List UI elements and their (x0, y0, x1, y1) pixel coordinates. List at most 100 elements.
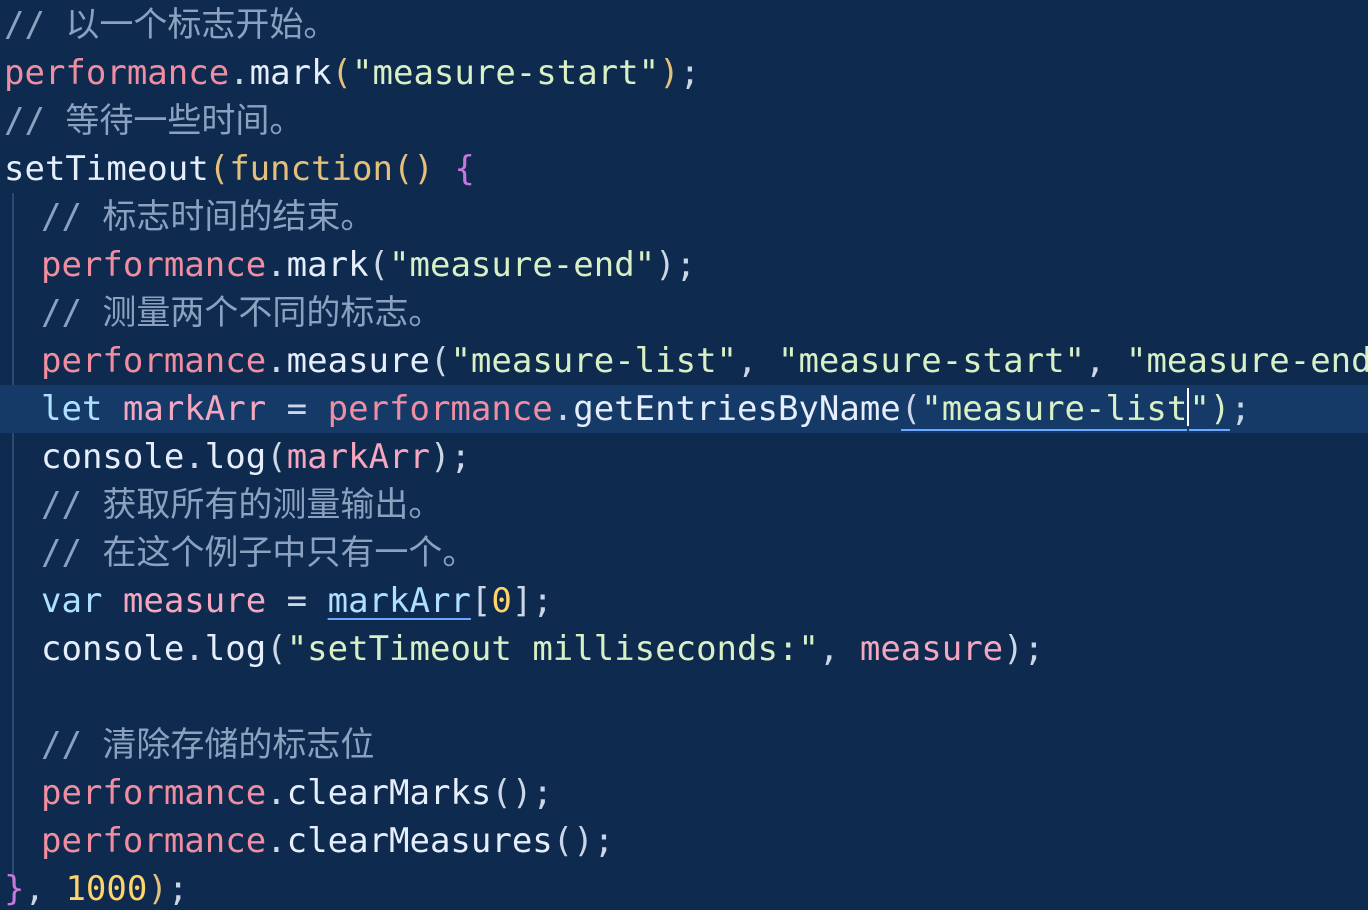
code-token: // 获取所有的测量输出。 (41, 485, 443, 525)
code-token: // 在这个例子中只有一个。 (41, 533, 477, 573)
code-token: performance (41, 821, 267, 861)
code-token: ; (532, 773, 553, 813)
code-token: } (4, 869, 25, 909)
code-token: // 以一个标志开始。 (4, 5, 338, 45)
code-token: ; (167, 869, 189, 909)
code-token: 1000 (65, 869, 148, 909)
code-token: ] (511, 581, 533, 621)
code-line[interactable]: // 在这个例子中只有一个。 (0, 529, 1368, 577)
code-token: log (204, 437, 267, 477)
code-token: measure (122, 581, 267, 621)
code-line[interactable] (0, 673, 1368, 721)
code-token: performance (41, 773, 267, 813)
code-token: ( (266, 629, 287, 669)
code-token: "measure-list (921, 389, 1188, 431)
code-token: measure (286, 341, 430, 381)
code-token: ) (1003, 629, 1024, 669)
code-token: . (184, 437, 205, 477)
code-token: . (229, 53, 250, 93)
code-line[interactable]: performance.mark("measure-end"); (0, 241, 1368, 289)
code-line[interactable]: var measure = markArr[0]; (0, 577, 1368, 625)
code-token: markArr (327, 581, 471, 621)
code-line[interactable]: // 以一个标志开始。 (0, 1, 1368, 49)
code-token: ) (659, 53, 680, 93)
code-token: "measure-end" (1125, 341, 1368, 381)
code-token: ; (450, 437, 471, 477)
code-token: "measure-list" (450, 341, 738, 381)
code-token: [ (470, 581, 492, 621)
code-token: . (552, 389, 574, 429)
code-token: // 等待一些时间。 (4, 101, 304, 141)
code-token: ; (1230, 389, 1251, 429)
code-line[interactable]: // 清除存储的标志位 (0, 721, 1368, 769)
code-token: ; (1023, 629, 1045, 669)
code-token: () (552, 821, 594, 861)
code-token: "measure-start" (352, 53, 660, 93)
code-token: performance (327, 389, 553, 429)
code-token: ; (675, 245, 697, 285)
code-line[interactable]: // 等待一些时间。 (0, 97, 1368, 145)
code-token: , (737, 341, 778, 381)
code-token: ( (900, 389, 922, 431)
code-line[interactable]: console.log("setTimeout milliseconds:", … (0, 625, 1368, 673)
code-line[interactable]: performance.mark("measure-start"); (0, 49, 1368, 97)
code-token: performance (41, 245, 267, 285)
code-token: performance (4, 53, 230, 93)
code-token: log (204, 629, 267, 669)
code-token: . (266, 773, 287, 813)
code-token: mark (249, 53, 332, 93)
code-token: let (41, 389, 123, 429)
code-token: ) (655, 245, 676, 285)
code-token: "measure-start" (777, 341, 1086, 381)
code-token: "measure-end" (389, 245, 656, 285)
code-line[interactable]: let markArr = performance.getEntriesByNa… (0, 385, 1368, 433)
code-token: . (266, 341, 287, 381)
code-line[interactable]: // 标志时间的结束。 (0, 193, 1368, 241)
code-token: ( (208, 149, 230, 189)
code-line[interactable]: // 获取所有的测量输出。 (0, 481, 1368, 529)
code-line[interactable]: setTimeout(function() { (0, 145, 1368, 193)
code-token: // 清除存储的标志位 (41, 725, 375, 765)
code-line[interactable]: performance.measure("measure-list", "mea… (0, 337, 1368, 385)
code-token: measure (859, 629, 1004, 669)
code-token: "setTimeout milliseconds:" (286, 629, 819, 669)
code-token: ( (331, 53, 353, 93)
code-token: ") (1189, 389, 1231, 431)
code-token: // 测量两个不同的标志。 (41, 293, 443, 333)
code-token: ( (429, 341, 451, 381)
code-token: clearMarks (286, 773, 492, 813)
code-line[interactable]: performance.clearMarks(); (0, 769, 1368, 817)
code-token: . (266, 245, 287, 285)
code-token: () (491, 773, 533, 813)
code-token: , (1085, 341, 1126, 381)
code-token: performance (41, 341, 267, 381)
code-token: clearMeasures (286, 821, 553, 861)
code-token: mark (286, 245, 369, 285)
code-token: 0 (491, 581, 512, 621)
code-token: ) (147, 869, 168, 909)
text-cursor (1187, 388, 1190, 426)
code-line[interactable]: }, 1000); (0, 865, 1368, 910)
code-token: // 标志时间的结束。 (41, 197, 375, 237)
code-line[interactable]: // 测量两个不同的标志。 (0, 289, 1368, 337)
code-token: () (392, 149, 455, 189)
code-line[interactable]: performance.clearMeasures(); (0, 817, 1368, 865)
code-token: markArr (286, 437, 430, 477)
code-token: ( (266, 437, 287, 477)
code-token: , (818, 629, 860, 669)
code-token: setTimeout (4, 149, 209, 189)
code-line[interactable]: console.log(markArr); (0, 433, 1368, 481)
code-token: function (229, 149, 393, 189)
code-token: , (24, 869, 66, 909)
code-token: { (454, 149, 475, 189)
code-token: getEntriesByName (573, 389, 901, 429)
code-token: var (41, 581, 123, 621)
code-token: = (266, 581, 328, 621)
code-token: . (184, 629, 205, 669)
indent-guide (12, 193, 14, 883)
code-token: ; (679, 53, 701, 93)
code-token: = (266, 389, 328, 429)
code-token: ; (532, 581, 553, 621)
code-token: console (41, 629, 185, 669)
